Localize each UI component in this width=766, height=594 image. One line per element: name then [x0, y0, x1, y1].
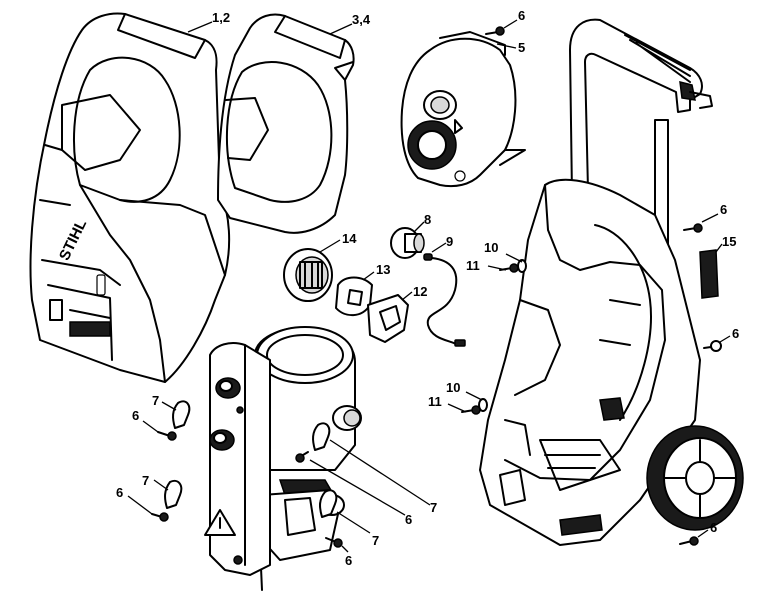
callout-8: 8: [424, 212, 431, 227]
callout-6-ru: 6: [720, 202, 727, 217]
callout-10-upper: 10: [484, 240, 498, 255]
washer-screw-upper: 10 11: [466, 240, 527, 273]
decal-part: 15: [699, 234, 736, 299]
callout-11-upper: 11: [466, 258, 480, 273]
callout-6-rb: 6: [710, 520, 717, 535]
callout-7-mid: 7: [430, 500, 437, 515]
callout-15: 15: [722, 234, 736, 249]
callout-3-4: 3,4: [352, 12, 371, 27]
callout-6-ul: 6: [132, 408, 139, 423]
callout-7-ul: 7: [152, 393, 159, 408]
screw-right-middle: 6: [703, 326, 739, 352]
screw-right-bottom: 6: [679, 520, 717, 546]
callout-6-bottom: 6: [345, 553, 352, 568]
rear-cover-part: 3,4: [217, 12, 371, 234]
callout-7-ll: 7: [142, 473, 149, 488]
callout-13: 13: [376, 262, 390, 277]
chassis-frame-part: [479, 18, 744, 546]
clip-screw-lower-left: 7 6: [116, 473, 183, 522]
callout-6-top: 6: [518, 8, 525, 23]
callout-14: 14: [342, 231, 357, 246]
callout-1-2: 1,2: [212, 10, 230, 25]
callout-11-lower: 11: [428, 394, 442, 409]
callout-10-lower: 10: [446, 380, 460, 395]
clip-screw-upper-left: 7 6: [132, 393, 191, 441]
front-cover-part: STIHL 1,2: [29, 10, 231, 383]
front-cover-vent: [69, 321, 111, 337]
callout-5: 5: [518, 40, 525, 55]
callout-6-mid: 6: [405, 512, 412, 527]
callout-6-rm: 6: [732, 326, 739, 341]
nozzle-parts: 8 9 14 13 12: [283, 212, 466, 347]
clip-screw-bottom: 7 6: [319, 489, 379, 568]
screw-right-upper: 6: [683, 202, 727, 233]
callout-6-ll: 6: [116, 485, 123, 500]
callout-12: 12: [413, 284, 427, 299]
callout-9: 9: [446, 234, 453, 249]
motor-pump-unit: [204, 326, 362, 591]
washer-screw-lower: 10 11: [428, 380, 488, 415]
clip-screw-mid: 7 6: [295, 422, 437, 527]
callout-7-bottom: 7: [372, 533, 379, 548]
screw-part: 6: [485, 8, 525, 36]
side-cover-part: 5: [400, 31, 526, 188]
